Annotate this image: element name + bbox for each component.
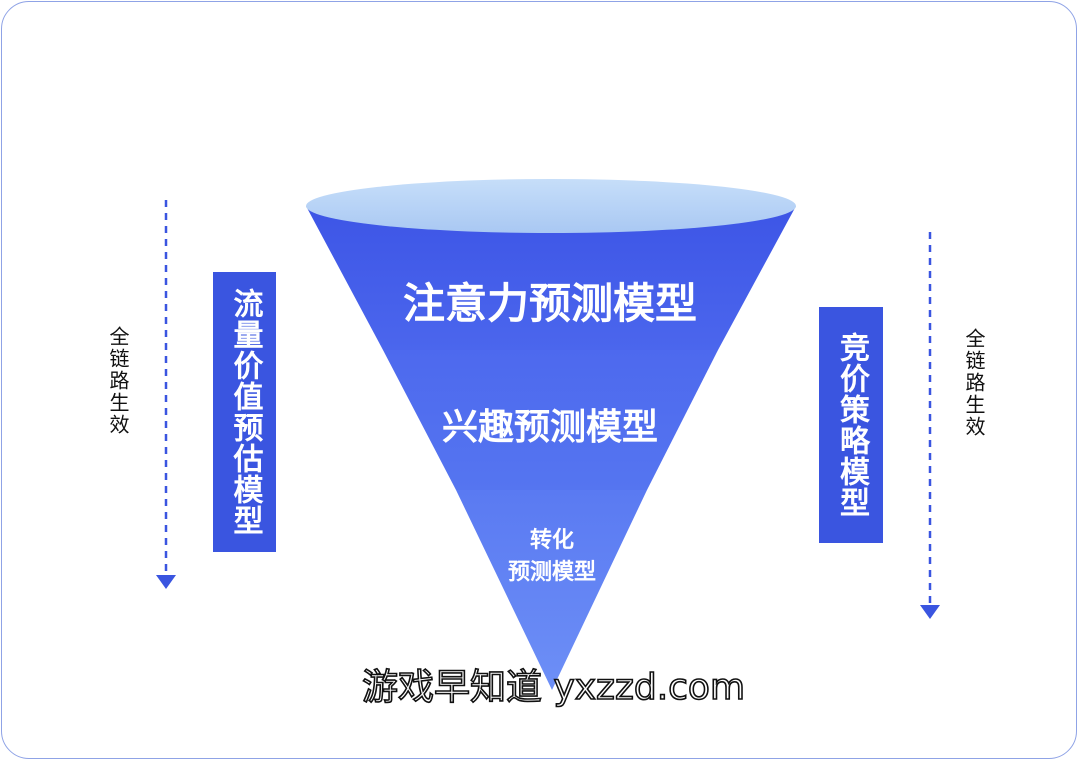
funnel-stage-interest: [383, 350, 718, 490]
funnel-rim: [306, 179, 796, 233]
watermark-text: 游戏早知道 yxzzd.com: [361, 666, 746, 709]
right-model-box: 竞价策略模型: [819, 307, 883, 543]
stage-label-attention: 注意力预测模型: [402, 279, 697, 328]
stage-label-conversion-line1: 转化: [529, 528, 574, 553]
left-model-box: 流量价值预估模型: [213, 272, 276, 552]
right-arrow-label: 全链路生效: [962, 328, 986, 438]
left-model-box-label: 流量价值预估模型: [227, 288, 263, 536]
funnel-stage-conversion: [456, 490, 647, 690]
stage-label-conversion-line2: 预测模型: [507, 560, 596, 585]
left-arrow-label: 全链路生效: [106, 326, 130, 436]
left-arrow-head: [156, 575, 176, 589]
funnel-stage-attention: [306, 206, 796, 350]
right-arrow-head: [920, 605, 940, 619]
right-model-box-label: 竞价策略模型: [834, 332, 869, 518]
stage-label-interest: 兴趣预测模型: [441, 407, 658, 448]
